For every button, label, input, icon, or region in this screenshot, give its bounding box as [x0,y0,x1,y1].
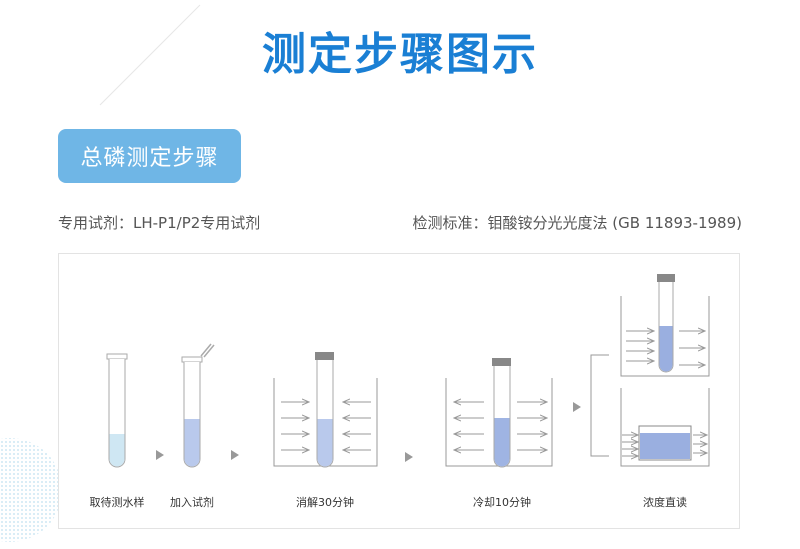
sample-tube [106,353,128,468]
decorative-dot-pattern [0,438,62,542]
arrow-icon [573,402,581,412]
bracket [590,354,609,457]
standard-text: 检测标准：钼酸铵分光光度法 (GB 11893-1989) [412,214,742,232]
arrow-icon [231,450,239,460]
step-label-readout: 浓度直读 [643,496,687,509]
step-label-sample: 取待测水样 [89,496,145,509]
procedure-illustration [106,274,710,468]
step-label-cool: 冷却10分钟 [473,496,531,509]
decorative-diagonal-line [99,4,201,106]
arrow-icon [156,450,164,460]
section-badge: 总磷测定步骤 [58,129,241,183]
readout-cuvette [620,388,710,467]
procedure-diagram: 取待测水样 加入试剂 消解30分钟 冷却10分钟 浓度直读 [58,253,740,529]
step-label-reagent: 加入试剂 [170,496,214,509]
page-title: 测定步骤图示 [262,29,538,80]
readout-beaker-tube [620,274,710,377]
arrow-icon [405,452,413,462]
reagent-tube [181,343,215,468]
step-label-digest: 消解30分钟 [296,496,354,509]
cooling-beaker [445,358,553,468]
digestion-beaker [273,352,378,468]
reagent-text: 专用试剂：LH-P1/P2专用试剂 [58,214,261,232]
